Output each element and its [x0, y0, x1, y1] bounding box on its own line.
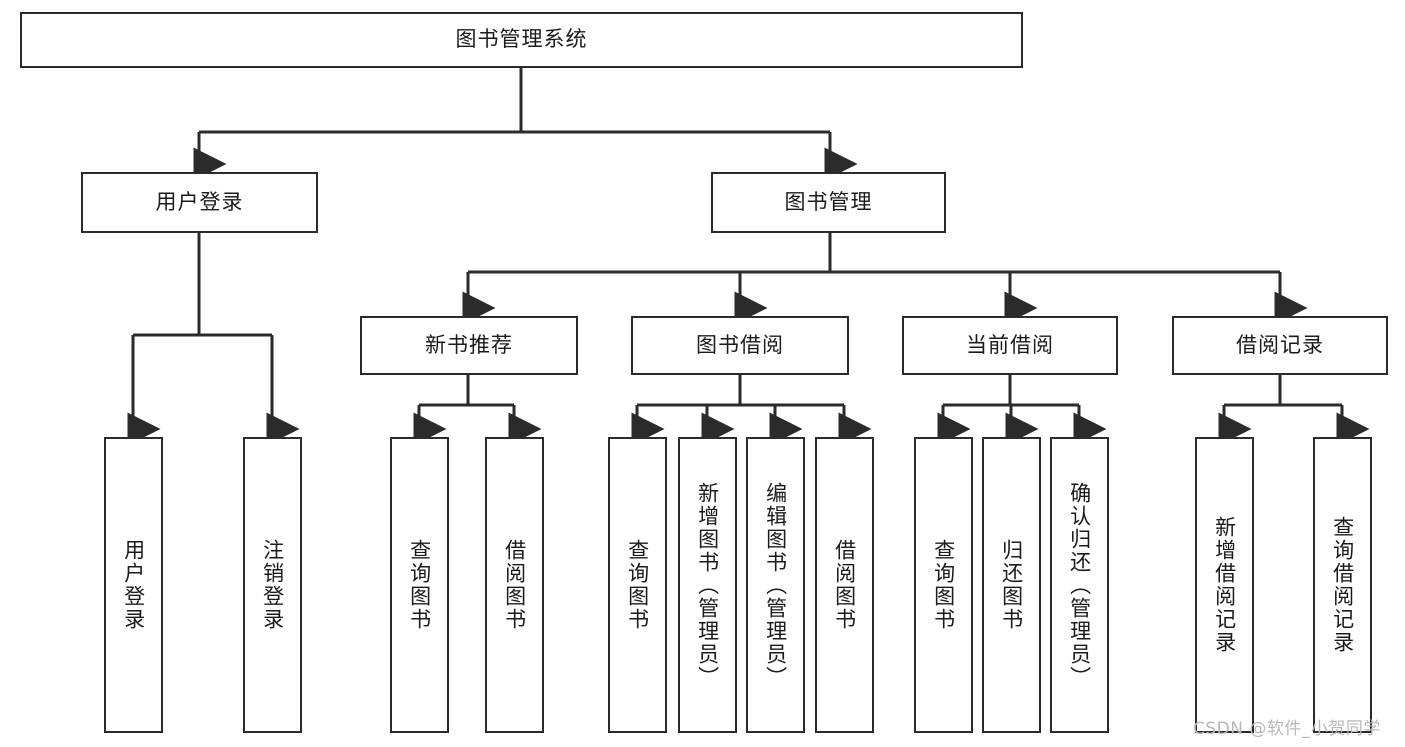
node-leaf-query-borrow-record-label: 查询借阅记录 — [1330, 516, 1355, 654]
node-book-manage[interactable]: 图书管理 — [711, 172, 946, 233]
node-leaf-borrow-book-label: 借阅图书 — [832, 539, 857, 631]
node-borrow-record-label: 借阅记录 — [1236, 332, 1324, 357]
node-user-login[interactable]: 用户登录 — [81, 172, 318, 233]
node-leaf-add-borrow-record[interactable]: 新增借阅记录 — [1195, 437, 1254, 733]
csdn-watermark: CSDN @软件_小贺同学 — [1193, 719, 1381, 739]
node-leaf-query-book-borrow-label: 查询图书 — [625, 539, 650, 631]
node-leaf-query-book-rec[interactable]: 查询图书 — [390, 437, 449, 733]
node-leaf-user-login-label: 用户登录 — [121, 539, 146, 631]
node-current-borrow[interactable]: 当前借阅 — [902, 316, 1118, 375]
node-leaf-query-book-borrow[interactable]: 查询图书 — [608, 437, 667, 733]
node-leaf-borrow-book-rec-label: 借阅图书 — [502, 539, 527, 631]
node-borrow-record[interactable]: 借阅记录 — [1172, 316, 1388, 375]
node-leaf-edit-book-admin-label: 编辑图书（管理员） — [763, 481, 788, 689]
node-root[interactable]: 图书管理系统 — [20, 12, 1023, 68]
node-leaf-borrow-book-rec[interactable]: 借阅图书 — [485, 437, 544, 733]
node-leaf-confirm-return-admin-label: 确认归还（管理员） — [1067, 481, 1092, 689]
node-book-borrow[interactable]: 图书借阅 — [631, 316, 849, 375]
node-leaf-user-login[interactable]: 用户登录 — [104, 437, 163, 733]
node-leaf-add-borrow-record-label: 新增借阅记录 — [1212, 516, 1237, 654]
node-new-book-recommend[interactable]: 新书推荐 — [360, 316, 578, 375]
node-book-borrow-label: 图书借阅 — [696, 332, 784, 357]
node-leaf-query-borrow-record[interactable]: 查询借阅记录 — [1313, 437, 1372, 733]
node-leaf-return-book[interactable]: 归还图书 — [982, 437, 1041, 733]
node-root-label: 图书管理系统 — [455, 27, 588, 52]
node-book-manage-label: 图书管理 — [784, 189, 873, 214]
node-leaf-user-logout[interactable]: 注销登录 — [243, 437, 302, 733]
node-leaf-confirm-return-admin[interactable]: 确认归还（管理员） — [1050, 437, 1109, 733]
node-leaf-query-book-cur[interactable]: 查询图书 — [914, 437, 973, 733]
node-leaf-user-logout-label: 注销登录 — [260, 539, 285, 631]
node-current-borrow-label: 当前借阅 — [966, 332, 1054, 357]
node-leaf-edit-book-admin[interactable]: 编辑图书（管理员） — [746, 437, 805, 733]
node-leaf-borrow-book[interactable]: 借阅图书 — [815, 437, 874, 733]
node-new-book-recommend-label: 新书推荐 — [425, 332, 513, 357]
node-leaf-query-book-rec-label: 查询图书 — [407, 539, 432, 631]
node-leaf-add-book-admin[interactable]: 新增图书（管理员） — [678, 437, 737, 733]
node-user-login-label: 用户登录 — [155, 189, 244, 214]
node-leaf-query-book-cur-label: 查询图书 — [931, 539, 956, 631]
node-leaf-return-book-label: 归还图书 — [999, 539, 1024, 631]
node-leaf-add-book-admin-label: 新增图书（管理员） — [695, 481, 720, 689]
